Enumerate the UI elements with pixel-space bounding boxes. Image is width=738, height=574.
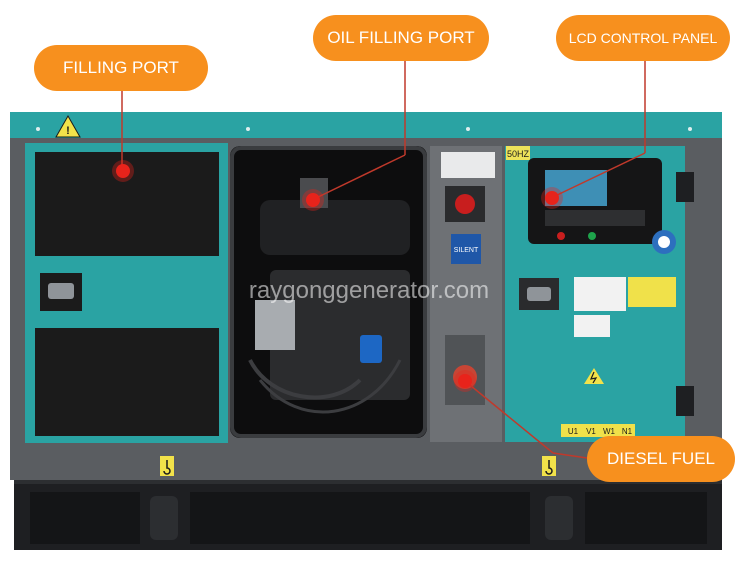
terminal-strip [561, 424, 635, 437]
leader-line-oil-filling-port [313, 154, 406, 200]
base-recess [585, 492, 707, 544]
emergency-stop-button [455, 194, 475, 214]
callout-lcd-control-panel: LCD CONTROL PANEL [556, 15, 730, 61]
callout-label: LCD CONTROL PANEL [568, 30, 718, 46]
nameplate [441, 152, 495, 178]
right-door-latch [527, 287, 551, 301]
fuel-pump [255, 300, 295, 350]
warning-sticker [574, 277, 626, 311]
lifting-hook-icon [160, 456, 174, 476]
silent-badge [451, 234, 481, 264]
vent-lower [35, 328, 219, 436]
engine-bay-frame [230, 146, 427, 438]
fuel-filter [360, 335, 382, 363]
hinge [676, 386, 694, 416]
terminal-w: W1 [603, 427, 616, 436]
lifting-hook-icon [542, 456, 556, 476]
roof-bolt [466, 127, 470, 131]
leader-line-diesel-fuel [552, 452, 588, 459]
leader-line-lcd-control-panel [552, 152, 646, 198]
frequency-label: 50HZ [507, 149, 530, 159]
callout-diesel-fuel: DIESEL FUEL [587, 436, 735, 482]
callout-label: OIL FILLING PORT [327, 28, 475, 47]
fuel-hose [248, 359, 362, 400]
callout-oil-filling-port: OIL FILLING PORT [313, 15, 489, 61]
door-handle-latch [48, 283, 74, 299]
callout-label: FILLING PORT [63, 58, 179, 77]
forklift-pocket [150, 496, 178, 540]
forklift-pocket [545, 496, 573, 540]
watermark: raygonggenerator.com [249, 277, 489, 304]
marker-diesel-fuel [454, 370, 476, 392]
marker-oil-filling-port [302, 189, 324, 211]
base-recess [30, 492, 140, 544]
intake-manifold [260, 200, 410, 255]
marker-lcd-control-panel [541, 187, 563, 209]
panel-button-red [557, 232, 565, 240]
roof-bolt [688, 127, 692, 131]
canopy-roof [10, 112, 722, 140]
base-recess [190, 492, 530, 544]
terminal-n: N1 [622, 427, 633, 436]
panel-button-green [588, 232, 596, 240]
lcd-keypad [545, 210, 645, 226]
terminal-u: U1 [568, 427, 579, 436]
leader-line-diesel-fuel [464, 380, 554, 454]
roof-bolt [246, 127, 250, 131]
fuel-hose [258, 359, 402, 414]
marker-filling-port [112, 160, 134, 182]
ear-protection-icon [652, 230, 676, 254]
roof-bolt [36, 127, 40, 131]
frequency-tag [506, 146, 530, 160]
callout-filling-port: FILLING PORT [34, 45, 208, 91]
warning-sticker [574, 315, 610, 337]
terminal-v: V1 [586, 427, 596, 436]
callout-label: DIESEL FUEL [606, 449, 716, 468]
svg-text:!: ! [66, 125, 70, 137]
lightning-bolt-icon [584, 368, 604, 384]
engine-block [270, 270, 410, 400]
hinge [676, 172, 694, 202]
warning-sticker [628, 277, 676, 307]
silent-badge-label: SILENT [454, 247, 479, 254]
warning-triangle-icon: ! [55, 114, 81, 138]
